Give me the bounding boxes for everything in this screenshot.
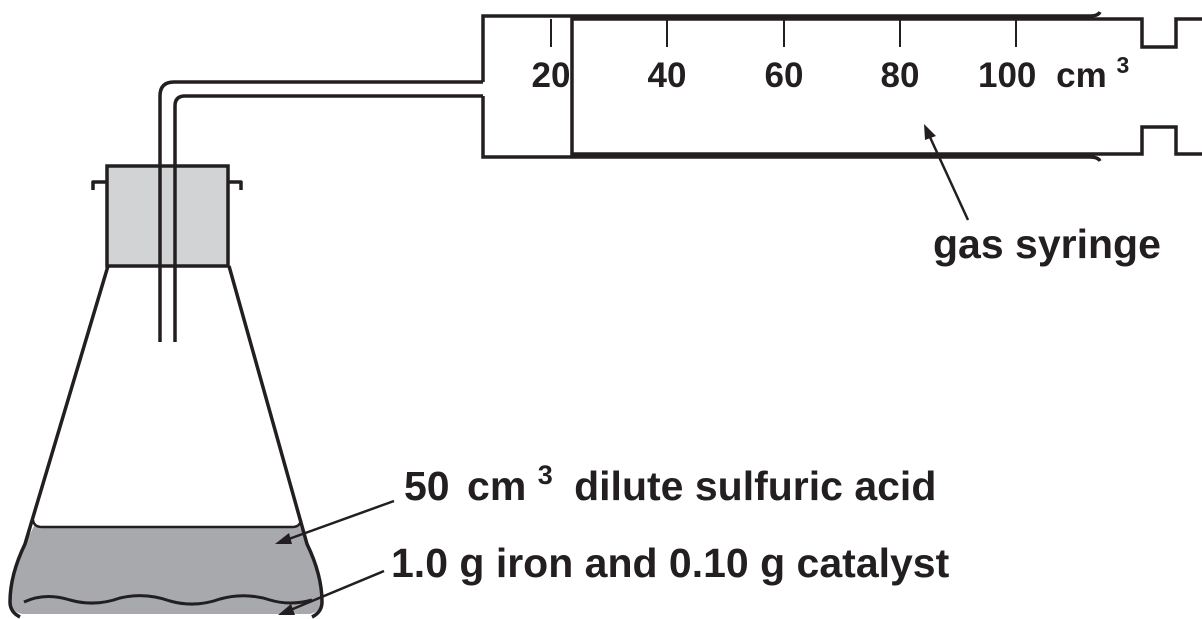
gas-syringe-leader [927, 134, 970, 221]
gas-syringe-arrowhead [924, 124, 936, 140]
syringe-scale-labels: 20 40 60 80 100 cm 3 [532, 52, 1130, 95]
delivery-tube [158, 80, 483, 342]
flask-body [8, 265, 324, 619]
plunger-handle-top [1107, 17, 1202, 49]
syringe-scale-ticks [550, 19, 1017, 47]
acid-description: dilute sulfuric acid [574, 463, 936, 509]
scale-label-80: 80 [881, 56, 920, 95]
conical-flask [8, 180, 324, 619]
scale-value-100: 100 [978, 56, 1036, 95]
plunger-handle-bottom [1107, 125, 1202, 156]
scale-unit-exponent: 3 [1116, 52, 1129, 78]
solid-label: 1.0 g iron and 0.10 g catalyst [391, 540, 950, 586]
acid-label: 50 cm 3 dilute sulfuric acid [404, 447, 936, 509]
tube-outer-wall [158, 80, 483, 342]
scale-label-60: 60 [765, 56, 804, 95]
scale-unit: cm [1056, 56, 1107, 95]
syringe-barrel [481, 11, 1102, 162]
liquid-surface [31, 519, 303, 529]
syringe-plunger [570, 17, 1107, 156]
acid-unit-exponent: 3 [538, 460, 553, 490]
acid-liquid [10, 524, 322, 614]
scale-label-20: 20 [532, 56, 571, 95]
iron-powder-layer [23, 594, 313, 606]
solid-leader [287, 569, 385, 613]
scale-label-40: 40 [648, 56, 687, 95]
label-leaders [275, 124, 970, 615]
gas-syringe-label: gas syringe [933, 221, 1161, 267]
tube-inner-wall [173, 94, 483, 342]
scale-label-100: 100 cm 3 [978, 52, 1129, 95]
acid-leader [285, 499, 395, 542]
flask-rim-right [228, 180, 243, 190]
acid-unit: cm [467, 463, 526, 509]
gas-syringe [481, 11, 1202, 162]
acid-arrowhead [275, 533, 292, 544]
acid-amount: 50 [404, 463, 450, 509]
solid-arrowhead [278, 604, 295, 615]
flask-rim-left [91, 180, 106, 190]
rubber-bung [105, 164, 230, 268]
